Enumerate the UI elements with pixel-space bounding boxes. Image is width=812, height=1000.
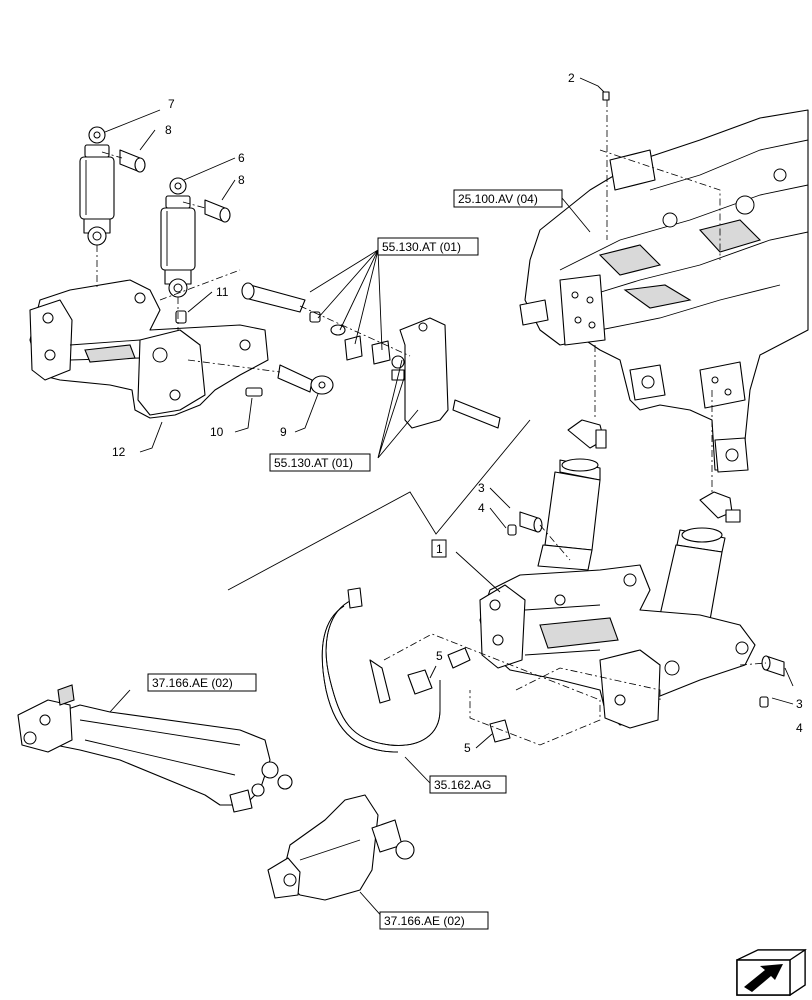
assembly-guide-line	[739, 662, 767, 666]
callout-6: 6	[238, 151, 245, 165]
lower-link-arm-part	[17, 684, 293, 813]
callout-8: 8	[165, 123, 172, 137]
lift-assembly-part-1	[479, 419, 756, 729]
callout-8: 8	[238, 173, 245, 187]
ref-label-frame[interactable]: 25.100.AV (04)	[458, 192, 538, 206]
callout-4: 4	[478, 501, 485, 515]
fitting-part-5a	[407, 669, 433, 695]
callout-5: 5	[436, 649, 443, 663]
cylinder-part-6	[160, 177, 196, 298]
ref-label-hose[interactable]: 35.162.AG	[434, 778, 491, 792]
assembly-guide-line	[515, 667, 661, 700]
ref-box-hook	[379, 911, 489, 930]
ref-label-arm[interactable]: 37.166.AE (02)	[152, 676, 233, 690]
bushing-part-8a	[119, 149, 146, 173]
callout-4: 4	[796, 721, 803, 735]
ref-label-hardware-top[interactable]: 55.130.AT (01)	[382, 240, 461, 254]
pin-part-9	[277, 364, 334, 395]
assembly-guide-line	[101, 151, 123, 159]
lift-bracket-part-12	[29, 279, 269, 419]
front-frame-part	[519, 109, 809, 473]
mount-bracket-part	[391, 317, 501, 429]
callout-1-box	[431, 539, 447, 558]
callout-12: 12	[112, 445, 126, 459]
fitting-part-5b	[489, 719, 511, 743]
callout-1: 1	[436, 542, 443, 556]
bolt-part-11	[175, 310, 187, 324]
bolt-part-4b	[759, 696, 769, 708]
callout-2: 2	[568, 71, 575, 85]
assembly-guide-line	[182, 201, 206, 209]
callout-3: 3	[796, 697, 803, 711]
bolt-part-2	[602, 91, 610, 101]
ref-box-hardware-bottom	[269, 453, 371, 472]
bushing-part-3a	[519, 511, 543, 533]
ref-box-arm	[147, 673, 257, 692]
callout-3: 3	[478, 481, 485, 495]
bushing-part-3b	[761, 655, 785, 677]
ref-box-hose	[429, 775, 507, 794]
callout-10: 10	[210, 425, 224, 439]
bushing-part-8b	[204, 199, 231, 223]
ref-box-hardware-top	[377, 237, 479, 256]
bolt-part-4a	[507, 524, 517, 536]
hook-part	[267, 794, 415, 901]
assembly-guide-line	[187, 359, 281, 373]
callout-5: 5	[464, 741, 471, 755]
pin-part-10	[245, 387, 263, 397]
leader-lines	[104, 77, 794, 921]
next-page-arrow-icon[interactable]	[736, 948, 807, 997]
assembly-guide-line	[383, 633, 601, 746]
assembly-guide-line	[599, 149, 721, 260]
ref-box-frame	[453, 189, 563, 208]
assembly-guide-line	[299, 305, 411, 357]
callout-9: 9	[280, 425, 287, 439]
assembly-guide-line	[159, 269, 241, 301]
callout-7: 7	[168, 97, 175, 111]
callout-11: 11	[216, 285, 229, 299]
ref-label-hook[interactable]: 37.166.AE (02)	[384, 914, 465, 928]
ref-label-hardware-bottom[interactable]: 55.130.AT (01)	[274, 456, 353, 470]
hydraulic-hose-part	[321, 587, 471, 753]
cylinder-part-7	[79, 126, 115, 246]
